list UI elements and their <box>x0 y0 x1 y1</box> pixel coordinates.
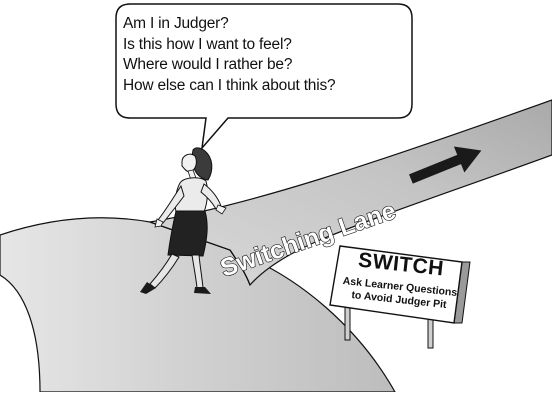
bubble-line: Is this how I want to feel? <box>123 35 403 56</box>
bubble-line: Am I in Judger? <box>123 14 403 35</box>
bubble-line: How else can I think about this? <box>123 76 403 97</box>
speech-bubble-text: Am I in Judger? Is this how I want to fe… <box>123 14 403 96</box>
bubble-line: Where would I rather be? <box>123 55 403 76</box>
